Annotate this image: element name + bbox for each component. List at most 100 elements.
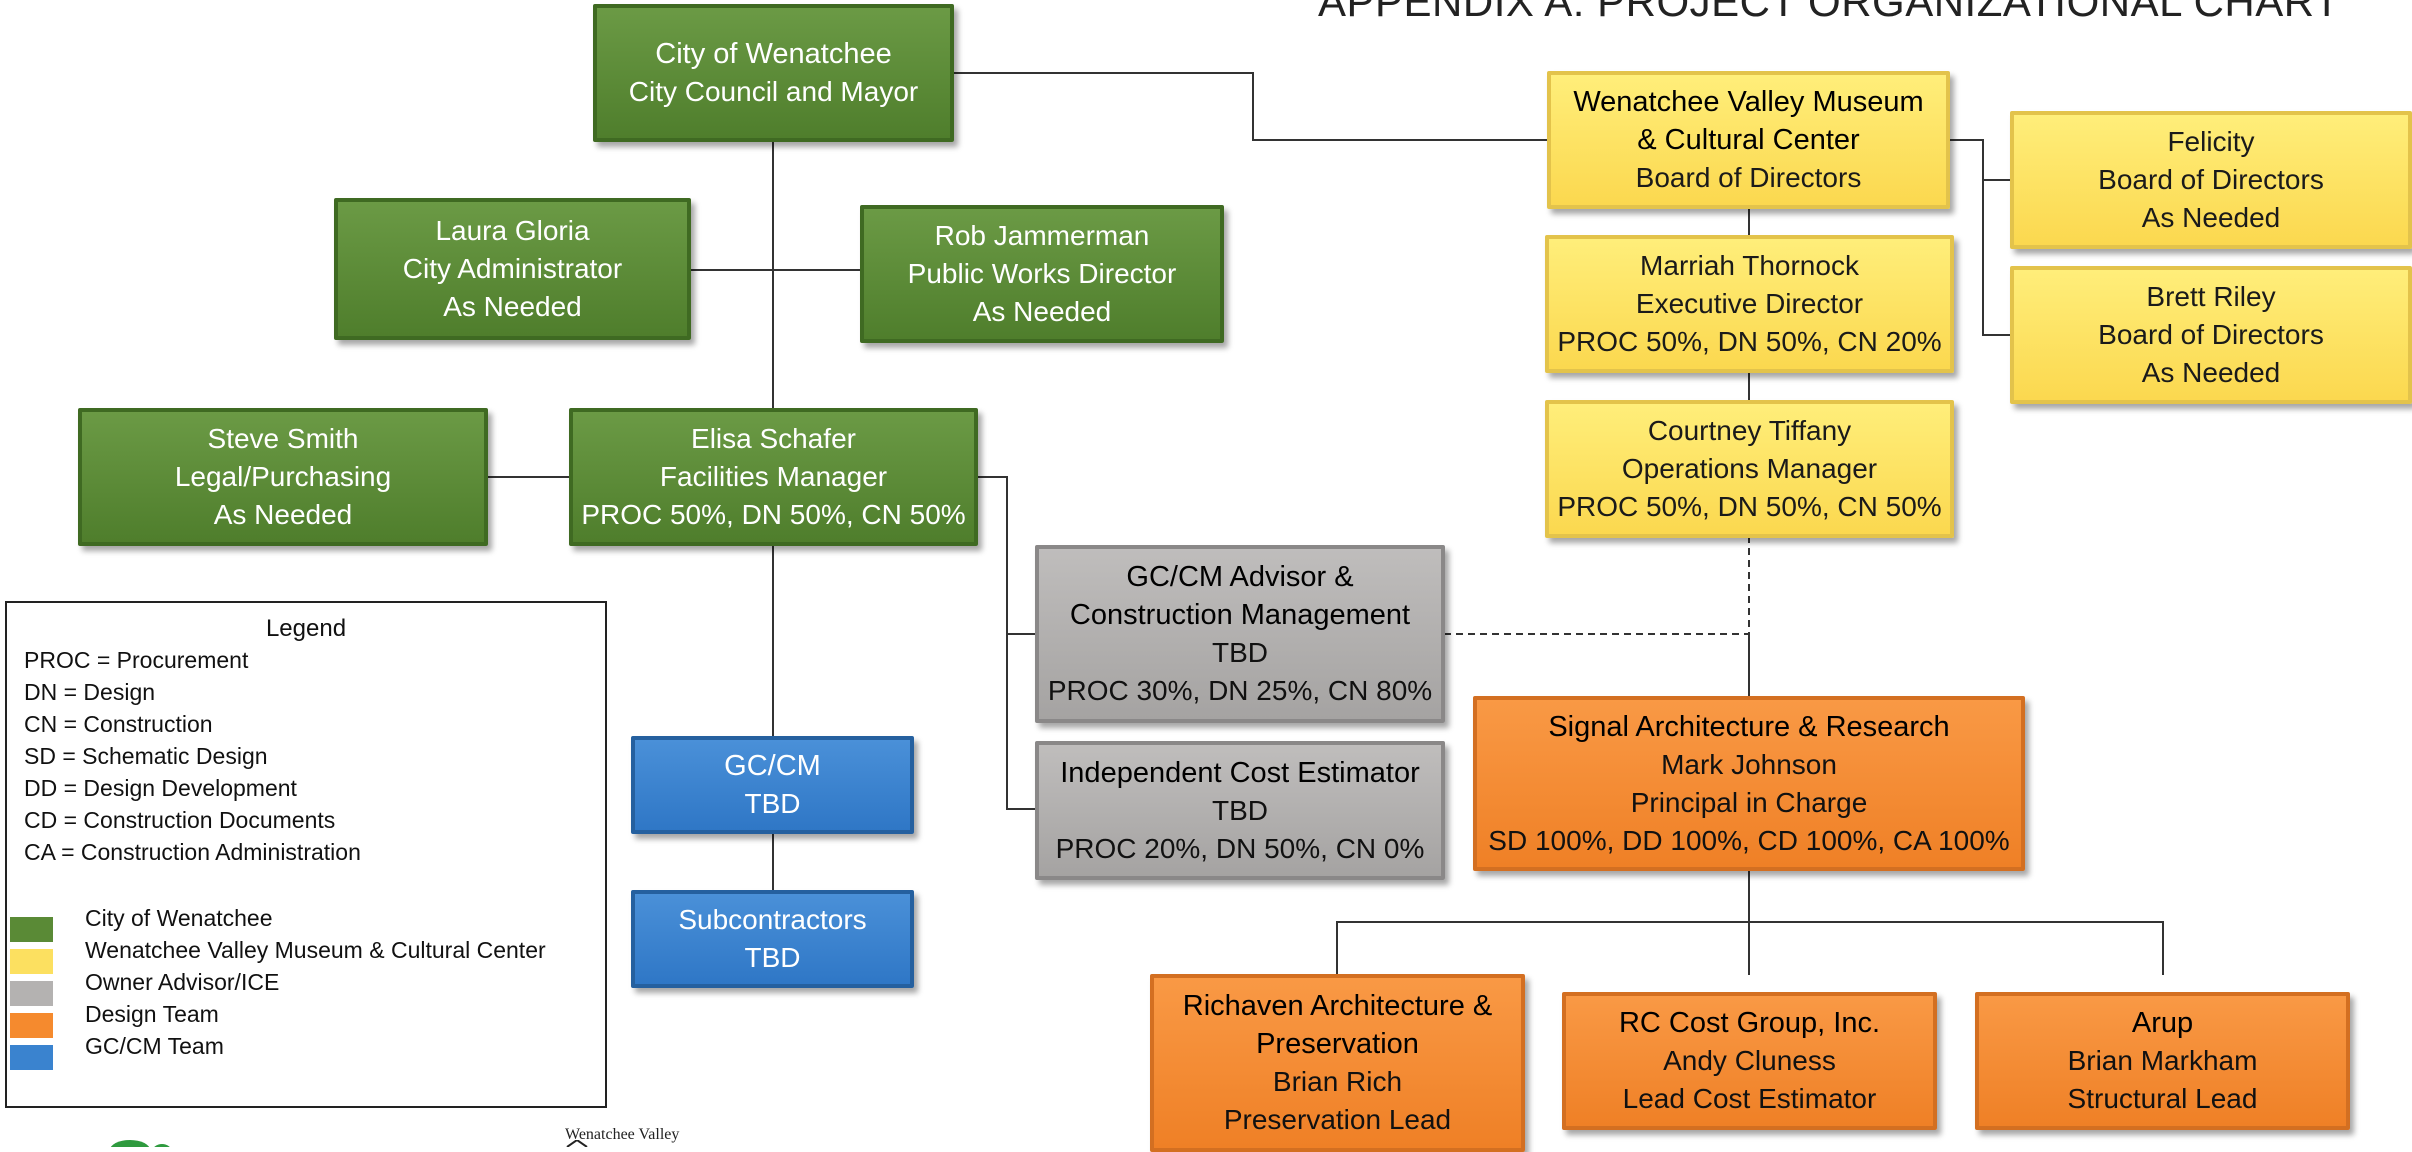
node-arup: Arup Brian Markham Structural Lead	[1975, 992, 2350, 1130]
node-title: Independent Cost Estimator	[1060, 756, 1420, 789]
node-subcontractors: Subcontractors TBD	[631, 890, 914, 988]
node-line: Brian Markham	[2067, 1045, 2258, 1076]
node-line: Mark Johnson	[1661, 748, 1837, 780]
legend-abbreviation: CA = Construction Administration	[24, 839, 361, 865]
node-title: Wenatchee Valley Museum	[1573, 86, 1924, 118]
node-line: City Administrator	[402, 253, 623, 284]
node-steve-smith: Steve Smith Legal/Purchasing As Needed	[78, 408, 488, 546]
node-line: Principal in Charge	[1630, 786, 1868, 818]
node-rob-jammerman: Rob Jammerman Public Works Director As N…	[860, 205, 1224, 343]
node-title: Signal Architecture & Research	[1548, 710, 1950, 743]
node-line: Laura Gloria	[435, 215, 590, 246]
node-line: Executive Director	[1635, 288, 1864, 319]
node-line: Structural Lead	[2067, 1083, 2258, 1114]
node-title: City of Wenatchee	[655, 38, 892, 70]
node-courtney-tiffany: Courtney Tiffany Operations Manager PROC…	[1545, 400, 1954, 538]
node-line: Courtney Tiffany	[1647, 415, 1852, 446]
legend-swatch-design	[10, 1013, 53, 1038]
node-line: PROC 50%, DN 50%, CN 50%	[581, 499, 966, 530]
connector-museum-felicity	[1948, 139, 2011, 181]
node-independent-cost-estimator: Independent Cost Estimator TBD PROC 20%,…	[1035, 741, 1445, 880]
node-line: Preservation Lead	[1223, 1104, 1452, 1135]
node-marriah-thornock: Marriah Thornock Executive Director PROC…	[1545, 235, 1954, 373]
legend-abbreviation: DN = Design	[24, 679, 156, 705]
node-line: Board of Directors	[1635, 162, 1862, 193]
node-line: Public Works Director	[907, 258, 1177, 289]
node-line: Board of Directors	[2098, 164, 2324, 195]
node-line: SD 100%, DD 100%, CD 100%, CA 100%	[1488, 824, 2010, 856]
connector-elisa-ice	[1006, 634, 1037, 810]
connector-city-museum	[953, 72, 1548, 141]
node-line: Operations Manager	[1621, 453, 1878, 484]
legend-abbreviation: CD = Construction Documents	[24, 807, 336, 833]
node-title: Richaven Architecture &	[1182, 990, 1493, 1022]
legend-key-label: Wenatchee Valley Museum & Cultural Cente…	[85, 937, 546, 963]
node-line: PROC 30%, DN 25%, CN 80%	[1047, 675, 1433, 706]
connector-elisa-advisor	[977, 476, 1037, 635]
legend-abbreviation: SD = Schematic Design	[24, 743, 268, 769]
node-title: Arup	[2131, 1007, 2194, 1039]
node-title: GC/CM	[724, 750, 821, 782]
node-brett-riley: Brett Riley Board of Directors As Needed	[2010, 266, 2412, 404]
legend-abbreviation: CN = Construction	[24, 711, 213, 737]
connector-signal-team	[1336, 921, 2164, 975]
node-title: GC/CM Advisor &	[1126, 561, 1354, 593]
node-line: Rob Jammerman	[934, 220, 1150, 251]
node-line: Brett Riley	[2146, 281, 2276, 312]
museum-logo-icon	[566, 1140, 588, 1147]
legend-abbreviation: PROC = Procurement	[24, 647, 249, 673]
city-logo-icon	[110, 1140, 170, 1147]
legend-key-label: City of Wenatchee	[85, 905, 273, 931]
node-line: As Needed	[2141, 202, 2281, 233]
legend-key-label: Design Team	[85, 1001, 219, 1027]
node-title: Preservation	[1256, 1028, 1419, 1060]
node-line: Elisa Schafer	[691, 423, 856, 454]
node-line: Felicity	[2167, 126, 2255, 157]
node-museum-board: Wenatchee Valley Museum & Cultural Cente…	[1547, 71, 1950, 209]
node-line: Brian Rich	[1272, 1066, 1403, 1097]
node-title: & Cultural Center	[1637, 124, 1860, 156]
node-line: City Council and Mayor	[628, 76, 919, 107]
legend-swatch-advisor	[10, 981, 53, 1006]
legend: Legend PROC = Procurement DN = Design CN…	[5, 601, 607, 1108]
node-city-of-wenatchee: City of Wenatchee City Council and Mayor	[593, 4, 954, 142]
node-title: RC Cost Group, Inc.	[1618, 1007, 1881, 1039]
node-line: Facilities Manager	[659, 461, 888, 492]
node-line: Board of Directors	[2098, 319, 2324, 350]
node-felicity: Felicity Board of Directors As Needed	[2010, 111, 2412, 249]
node-line: As Needed	[213, 499, 353, 530]
node-line: PROC 20%, DN 50%, CN 0%	[1055, 832, 1425, 864]
node-elisa-schafer: Elisa Schafer Facilities Manager PROC 50…	[569, 408, 978, 546]
node-line: TBD	[1212, 637, 1268, 668]
node-laura-gloria: Laura Gloria City Administrator As Neede…	[334, 198, 691, 340]
node-richaven: Richaven Architecture & Preservation Bri…	[1150, 974, 1525, 1152]
node-line: Steve Smith	[207, 423, 359, 454]
node-line: PROC 50%, DN 50%, CN 50%	[1557, 491, 1942, 522]
node-line: TBD	[1212, 794, 1268, 826]
node-line: TBD	[744, 788, 801, 819]
node-line: As Needed	[972, 296, 1112, 327]
page-title: APPENDIX A: PROJECT ORGANIZATIONAL CHART	[1318, 0, 2340, 25]
node-line: Subcontractors	[678, 904, 867, 935]
legend-abbreviation: DD = Design Development	[24, 775, 297, 801]
legend-swatch-gccm	[10, 1045, 53, 1070]
legend-swatch-city	[10, 917, 53, 942]
node-line: Andy Cluness	[1663, 1045, 1836, 1076]
node-title: Construction Management	[1069, 599, 1411, 631]
node-line: Legal/Purchasing	[174, 461, 392, 492]
legend-swatch-museum	[10, 949, 53, 974]
node-gccm-advisor: GC/CM Advisor & Construction Management …	[1035, 545, 1445, 723]
node-gccm: GC/CM TBD	[631, 736, 914, 834]
node-line: As Needed	[443, 291, 582, 322]
node-signal-architecture: Signal Architecture & Research Mark John…	[1473, 696, 2025, 871]
connector-museum-brett	[1982, 180, 2011, 336]
node-rc-cost-group: RC Cost Group, Inc. Andy Cluness Lead Co…	[1562, 992, 1937, 1130]
node-line: Marriah Thornock	[1640, 250, 1859, 281]
node-line: TBD	[744, 942, 801, 973]
legend-key-label: Owner Advisor/ICE	[85, 969, 280, 995]
legend-key-label: GC/CM Team	[85, 1033, 224, 1059]
node-line: Lead Cost Estimator	[1622, 1083, 1877, 1114]
museum-logo-text: Wenatchee Valley	[565, 1126, 680, 1143]
node-line: As Needed	[2141, 357, 2281, 388]
